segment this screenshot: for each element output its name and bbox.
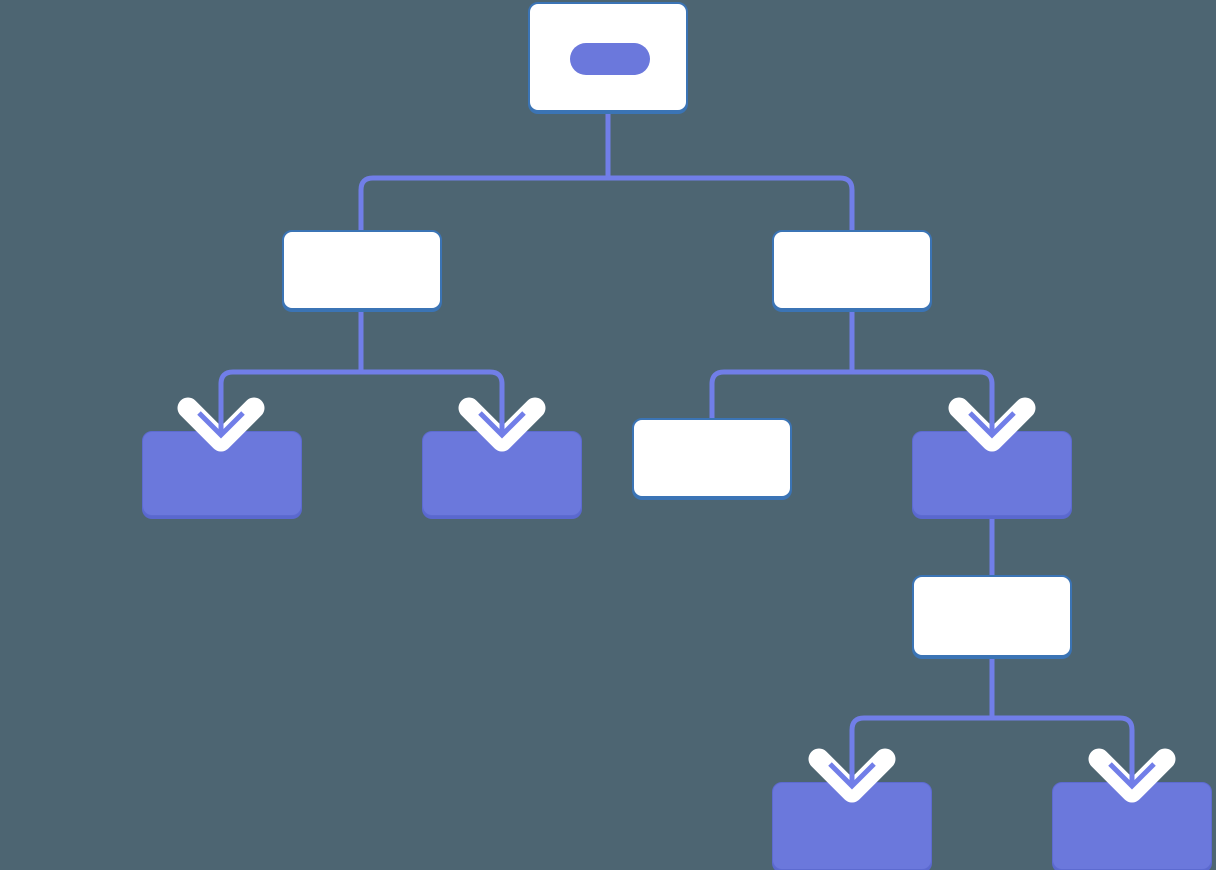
node-l5a[interactable]	[772, 782, 932, 870]
node-l2a[interactable]	[282, 230, 442, 310]
node-l2b[interactable]	[772, 230, 932, 310]
node-l3c[interactable]	[632, 418, 792, 498]
node-l3a[interactable]	[142, 431, 302, 516]
node-l5b[interactable]	[1052, 782, 1212, 870]
node-root[interactable]	[528, 2, 688, 112]
node-l3b[interactable]	[422, 431, 582, 516]
node-l4[interactable]	[912, 575, 1072, 657]
node-pill-badge	[570, 43, 650, 75]
node-l3d[interactable]	[912, 431, 1072, 516]
